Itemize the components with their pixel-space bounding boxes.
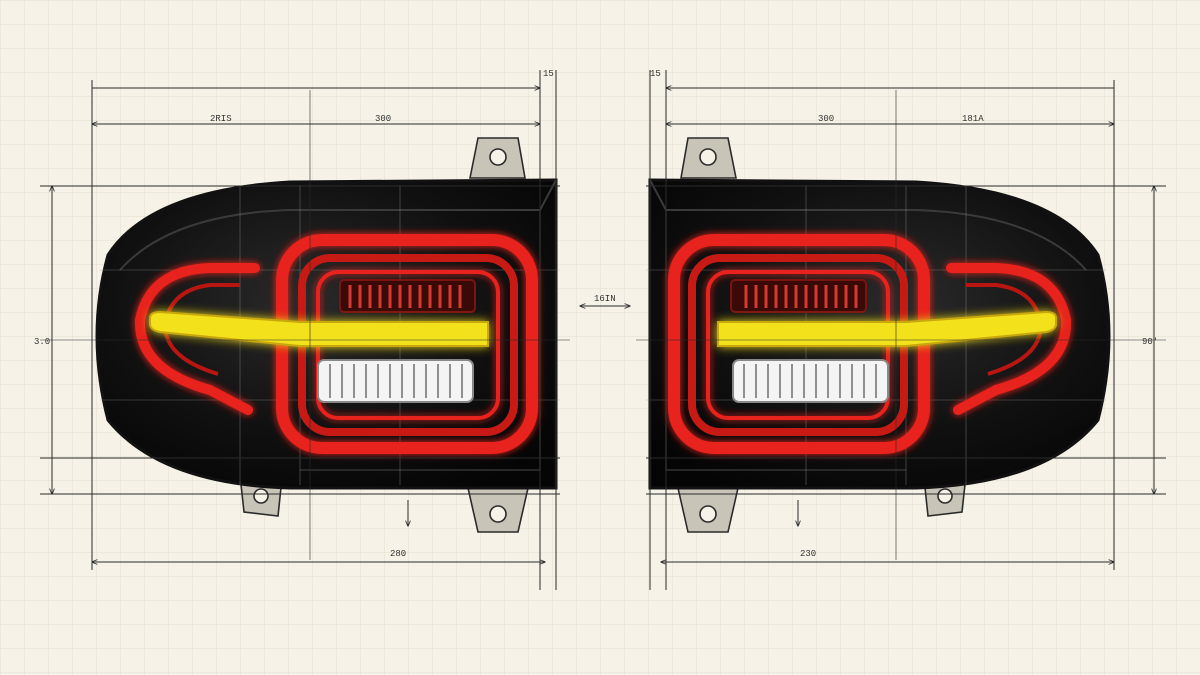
dim-label-left-side: 3.0 (34, 337, 50, 347)
dim-label-right-partial: 181A (962, 114, 984, 124)
dim-label-right-main: 300 (818, 114, 834, 124)
dim-label-center: 16IN (594, 294, 616, 304)
tail-lamp-left: 2RIS 300 15 3.0 280 (34, 69, 570, 590)
dim-label-right-tab: 15 (650, 69, 661, 79)
dim-label-left-main: 300 (375, 114, 391, 124)
dim-label-left-partial: 2RIS (210, 114, 232, 124)
tail-lamp-right: 300 181A 15 90' 230 (636, 69, 1166, 590)
dim-label-right-bottom: 230 (800, 549, 816, 559)
dim-label-right-side: 90' (1142, 337, 1158, 347)
dim-label-left-tab: 15 (543, 69, 554, 79)
dim-label-left-bottom: 280 (390, 549, 406, 559)
